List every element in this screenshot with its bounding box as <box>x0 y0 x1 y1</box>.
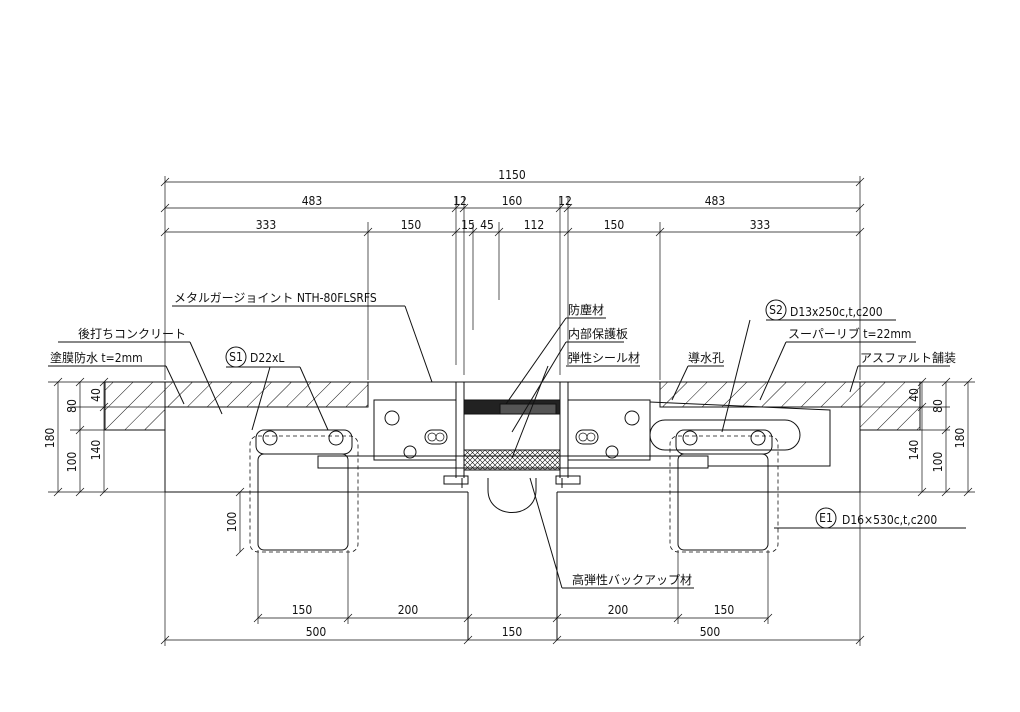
dim-bottom-r200: 200 <box>608 603 629 617</box>
dim-left-80: 80 <box>65 399 79 413</box>
label-elastic-seal: 弾性シール材 <box>568 351 640 365</box>
dim-right-483: 483 <box>705 194 726 208</box>
dim-15: 15 <box>461 218 475 232</box>
dim-left-40: 40 <box>89 388 103 402</box>
dim-left-333: 333 <box>256 218 277 232</box>
code-e1-mark: E1 <box>819 511 833 525</box>
dim-112: 112 <box>524 218 545 232</box>
code-s1-text: D22xL <box>250 351 284 365</box>
label-post-concrete: 後打ちコンクリート <box>78 327 186 341</box>
code-e1-text: D16×530c,t,c200 <box>842 513 937 527</box>
bottom-dimensions: 150 200 200 150 500 150 500 <box>160 492 865 646</box>
dim-left-140: 140 <box>89 440 103 461</box>
label-dustproof: 防塵材 <box>568 302 604 317</box>
label-asphalt: アスファルト舗装 <box>860 351 956 365</box>
label-drain-hole: 導水孔 <box>688 351 724 365</box>
dim-gap-12a: 12 <box>453 194 467 208</box>
dim-right-180: 180 <box>953 428 967 449</box>
dim-right-150: 150 <box>604 218 625 232</box>
code-s2-text: D13x250c,t,c200 <box>790 305 883 319</box>
dim-gap-12b: 12 <box>558 194 572 208</box>
dim-45: 45 <box>480 218 494 232</box>
annotations: メタルガージョイント NTH-80FLSRFS 後打ちコンクリート 塗膜防水 t… <box>48 291 966 589</box>
label-inner-plate: 内部保護板 <box>568 326 628 341</box>
dim-bottom-l150: 150 <box>292 603 313 617</box>
dim-mid-160: 160 <box>502 194 523 208</box>
dim-left-100: 100 <box>65 452 79 473</box>
dim-bottom-r500: 500 <box>700 625 721 639</box>
label-waterproof: 塗膜防水 t=2mm <box>50 350 143 365</box>
dim-right-333: 333 <box>750 218 771 232</box>
label-product: メタルガージョイント NTH-80FLSRFS <box>174 291 377 305</box>
concrete-structure <box>104 381 921 640</box>
dim-left-483: 483 <box>302 194 323 208</box>
dim-bottom-l200: 200 <box>398 603 419 617</box>
code-s2-mark: S2 <box>769 303 783 317</box>
dim-anchor-100: 100 <box>225 512 239 533</box>
label-super-rib: スーパーリブ t=22mm <box>788 326 911 341</box>
dim-bottom-c150: 150 <box>502 625 523 639</box>
dim-right-100: 100 <box>931 452 945 473</box>
dim-right-80: 80 <box>931 399 945 413</box>
dim-bottom-r150: 150 <box>714 603 735 617</box>
dim-left-180: 180 <box>43 428 57 449</box>
dim-right-140: 140 <box>907 440 921 461</box>
dim-total: 1150 <box>498 168 526 182</box>
dim-bottom-l500: 500 <box>306 625 327 639</box>
top-dimensions: 1150 483 12 160 12 483 333 150 15 45 112… <box>160 168 865 380</box>
code-s1-mark: S1 <box>229 350 243 364</box>
dim-left-150: 150 <box>401 218 422 232</box>
label-backup: 高弾性バックアップ材 <box>572 572 692 587</box>
